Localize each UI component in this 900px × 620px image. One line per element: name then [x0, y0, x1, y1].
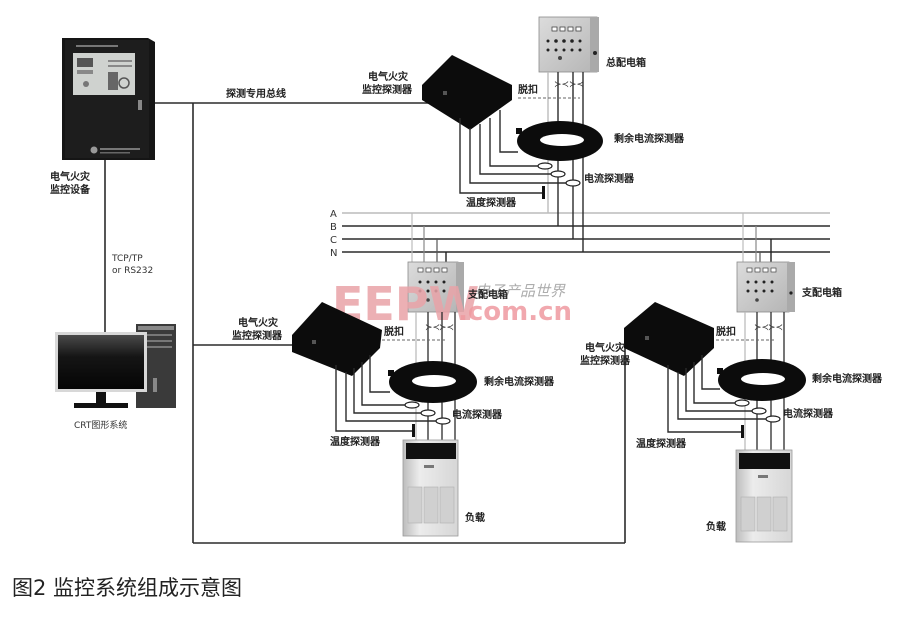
- load-ac-unit-mid[interactable]: [402, 439, 459, 537]
- detector-wires-mid: [335, 355, 436, 432]
- trip-label-top: 脱扣: [518, 83, 538, 96]
- temp-sensor-mid: [412, 424, 415, 437]
- current-sensor-mid-2: [420, 409, 436, 417]
- main-panel-label: 总配电箱: [606, 56, 646, 69]
- bus-line-label: 探测专用总线: [226, 87, 286, 100]
- monitor-logo-icon: [90, 146, 98, 154]
- residual-current-ring-mid: [388, 361, 477, 403]
- current-sensor-mid-3: [435, 417, 451, 425]
- monitor-lock-icon: [138, 100, 142, 110]
- current-top-label: 电流探测器: [584, 172, 635, 185]
- sub-panel-right-label: 支配电箱: [801, 286, 842, 299]
- residual-mid-label: 剩余电流探测器: [484, 375, 555, 388]
- sub-panel-mid-label: 支配电箱: [467, 288, 508, 301]
- sub-distribution-section-right: 支配电箱 ≻≺ ≻≺ 脱扣 电气火灾 监控探测器 剩余电流探测器 电流探测器: [580, 213, 883, 543]
- current-sensor-right-1: [734, 399, 750, 407]
- comm-protocol-label-line2: or RS232: [112, 266, 153, 276]
- svg-text:≻≺: ≻≺: [439, 323, 454, 333]
- residual-current-ring-right: [717, 359, 806, 401]
- temp-mid-label: 温度探测器: [330, 435, 381, 448]
- temp-sensor-top: [542, 186, 545, 199]
- monitor-device-label-line1: 电气火灾: [50, 170, 91, 183]
- detector-top-label-line1: 电气火灾: [368, 70, 409, 83]
- power-bus: A B C N: [330, 209, 830, 259]
- current-mid-label: 电流探测器: [452, 408, 503, 421]
- watermark-tagline: 电子产品世界: [475, 282, 566, 300]
- current-sensor-top-1: [537, 162, 553, 170]
- current-sensor-right-2: [751, 407, 767, 415]
- current-right-label: 电流探测器: [783, 407, 834, 420]
- temp-sensor-right: [741, 425, 744, 438]
- svg-text:≻≺: ≻≺: [569, 80, 584, 90]
- detector-wires-right: [667, 355, 766, 433]
- crt-system[interactable]: CRT图形系统: [55, 324, 176, 431]
- detector-led-icon: [312, 340, 316, 344]
- watermark-domain: .com.cn: [458, 297, 572, 327]
- phase-label-n: N: [330, 248, 337, 259]
- sub-distribution-section-mid: EEPW .com.cn 电子产品世界 支配电箱 ≻≺ ≻≺ 脱扣 电气火灾 监…: [232, 213, 572, 537]
- detector-mid-label-line1: 电气火灾: [238, 316, 279, 329]
- monitor-device[interactable]: 电气火灾 监控设备: [50, 38, 155, 196]
- trip-label-right: 脱扣: [716, 325, 736, 338]
- load-right-label: 负载: [706, 520, 726, 533]
- phase-label-b: B: [330, 222, 337, 233]
- residual-current-ring-top: [516, 121, 603, 161]
- detector-wires-top: [459, 110, 566, 194]
- svg-text:≻≺: ≻≺: [768, 323, 783, 333]
- svg-text:≻≺: ≻≺: [554, 80, 569, 90]
- figure-caption: 图2 监控系统组成示意图: [12, 576, 242, 600]
- monitor-device-label-line2: 监控设备: [50, 183, 91, 196]
- current-sensor-mid-1: [404, 401, 420, 409]
- fire-detector-right[interactable]: [624, 302, 714, 376]
- monitor-screen: [58, 335, 144, 389]
- current-sensor-top-3: [565, 179, 581, 187]
- current-sensor-right-3: [765, 415, 781, 423]
- phase-label-a: A: [330, 209, 337, 220]
- temp-top-label: 温度探测器: [466, 196, 517, 209]
- detector-top-label-line2: 监控探测器: [362, 83, 413, 96]
- fire-detector-top[interactable]: [422, 55, 512, 130]
- svg-text:≻≺: ≻≺: [754, 323, 769, 333]
- svg-text:≻≺: ≻≺: [425, 323, 440, 333]
- sub-distribution-panel-mid[interactable]: [407, 261, 464, 313]
- detector-led-icon: [443, 91, 447, 95]
- sub-distribution-panel-right[interactable]: [736, 261, 795, 313]
- load-mid-label: 负载: [465, 511, 485, 524]
- crt-system-label: CRT图形系统: [74, 419, 127, 431]
- current-sensor-top-2: [550, 170, 566, 178]
- load-ac-unit-right[interactable]: [735, 449, 793, 543]
- main-distribution-panel[interactable]: [538, 16, 599, 73]
- detector-led-icon: [645, 336, 649, 340]
- temp-right-label: 温度探测器: [636, 437, 687, 450]
- detector-right-label-line2: 监控探测器: [580, 354, 631, 367]
- fire-detector-mid[interactable]: [292, 302, 382, 376]
- monitor-stand: [96, 392, 106, 404]
- monitor-keypad: [108, 72, 118, 90]
- detector-right-label-line1: 电气火灾: [585, 341, 626, 354]
- phase-label-c: C: [330, 235, 337, 246]
- residual-right-label: 剩余电流探测器: [812, 372, 883, 385]
- main-distribution-section: 总配电箱 ≻≺ ≻≺ 脱扣 电气火灾 监控探测器 剩余电流探测器 电流探测器: [362, 16, 685, 252]
- trip-label-mid: 脱扣: [384, 325, 404, 338]
- comm-protocol-label-line1: TCP/TP: [111, 254, 143, 264]
- residual-top-label: 剩余电流探测器: [614, 132, 685, 145]
- detector-mid-label-line2: 监控探测器: [232, 329, 283, 342]
